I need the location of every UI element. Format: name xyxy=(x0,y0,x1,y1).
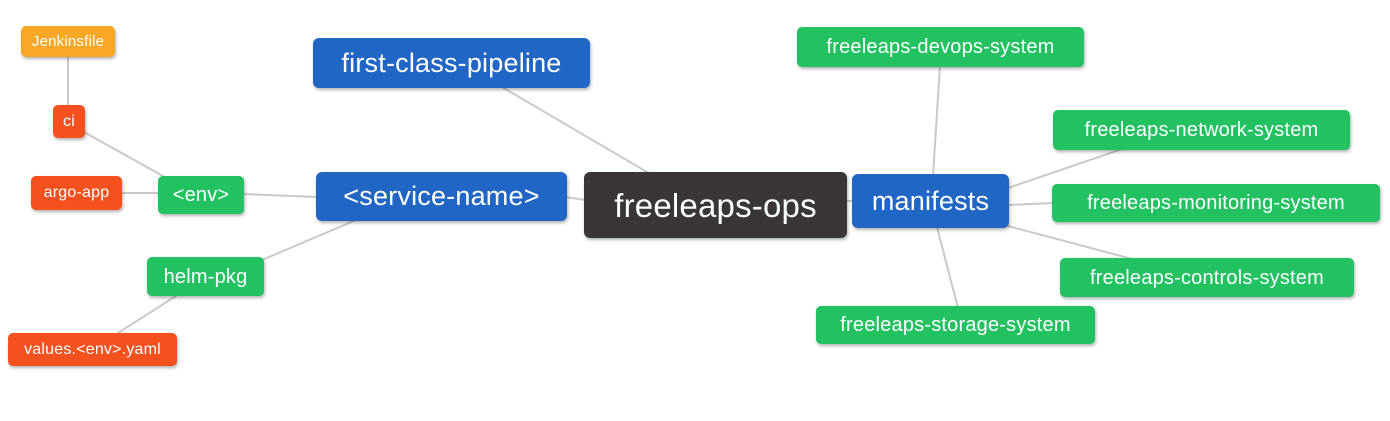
node-freeleaps-controls-system[interactable]: freeleaps-controls-system xyxy=(1060,258,1354,297)
edge-manifests-to-freeleaps-devops-system xyxy=(932,64,941,177)
node-manifests[interactable]: manifests xyxy=(852,174,1009,228)
node-helm-pkg[interactable]: helm-pkg xyxy=(147,257,264,296)
node-freeleaps-devops-system[interactable]: freeleaps-devops-system xyxy=(797,27,1084,67)
edge-first-class-pipeline-to-freeleaps-ops xyxy=(501,86,653,176)
node-env[interactable]: <env> xyxy=(158,176,244,214)
edge-manifests-to-freeleaps-monitoring-system xyxy=(1007,202,1055,206)
node-ci[interactable]: ci xyxy=(53,105,85,138)
edge-service-name-to-freeleaps-ops xyxy=(564,196,587,201)
node-freeleaps-monitoring-system[interactable]: freeleaps-monitoring-system xyxy=(1052,184,1380,222)
edge-ci-to-env xyxy=(83,131,171,181)
node-freeleaps-network-system[interactable]: freeleaps-network-system xyxy=(1053,110,1350,150)
edge-manifests-to-freeleaps-controls-system xyxy=(1007,225,1137,261)
node-jenkinsfile[interactable]: Jenkinsfile xyxy=(21,26,115,57)
edge-values-env-yaml-to-helm-pkg xyxy=(117,295,177,334)
node-service-name[interactable]: <service-name> xyxy=(316,172,567,221)
node-values-env-yaml[interactable]: values.<env>.yaml xyxy=(8,333,177,366)
edge-helm-pkg-to-service-name xyxy=(261,219,357,261)
edge-manifests-to-freeleaps-network-system xyxy=(1007,148,1123,189)
node-first-class-pipeline[interactable]: first-class-pipeline xyxy=(313,38,590,88)
node-freeleaps-storage-system[interactable]: freeleaps-storage-system xyxy=(816,306,1095,344)
edge-env-to-service-name xyxy=(242,193,319,198)
node-argo-app[interactable]: argo-app xyxy=(31,176,122,210)
edge-manifests-to-freeleaps-storage-system xyxy=(936,226,959,309)
node-freeleaps-ops[interactable]: freeleaps-ops xyxy=(584,172,847,238)
